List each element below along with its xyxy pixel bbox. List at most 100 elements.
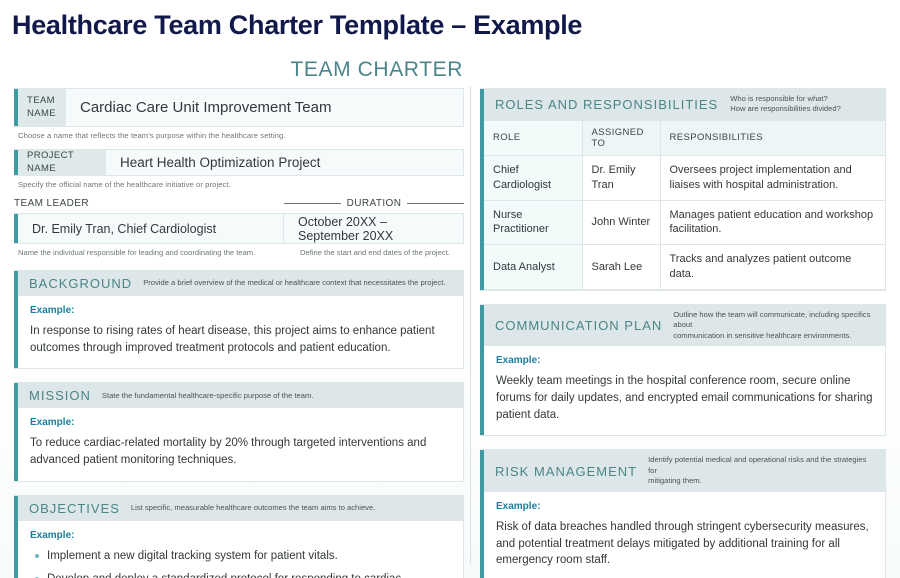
accent-bar-icon [480,89,484,290]
accent-bar-icon [14,271,18,369]
background-hint: Provide a brief overview of the medical … [143,278,446,288]
rule-left [284,203,341,204]
objectives-content: Example: Implement a new digital trackin… [18,521,463,578]
communication-plan-example-text[interactable]: Weekly team meetings in the hospital con… [496,375,873,421]
mission-header: MISSION State the fundamental healthcare… [18,383,463,409]
column-header-responsibilities: RESPONSIBILITIES [659,119,885,156]
roles-hint-line1: Who is responsible for what? [730,94,828,103]
communication-plan-section: COMMUNICATION PLAN Outline how the team … [480,304,886,437]
project-name-field[interactable]: PROJECT NAME Heart Health Optimization P… [14,149,464,176]
objectives-example-label: Example: [30,529,75,541]
table-row[interactable]: Chief Cardiologist Dr. Emily Tran Overse… [484,154,885,201]
accent-bar-icon [14,150,18,175]
accent-bar-icon [14,495,18,578]
risk-management-title: RISK MANAGEMENT [495,463,638,479]
project-name-helper: Specify the official name of the healthc… [18,180,231,189]
objectives-list: Implement a new digital tracking system … [30,548,451,578]
duration-label: DURATION [346,198,402,209]
risk-management-hint-line2: mitigating them. [648,476,702,486]
background-title: BACKGROUND [29,276,133,291]
communication-plan-example-label: Example: [496,355,541,367]
cell-role: Data Analyst [484,244,583,290]
duration-label-group: DURATION [284,198,464,209]
objectives-header: OBJECTIVES List specific, measurable hea… [18,495,463,521]
accent-bar-icon [480,450,484,578]
communication-plan-title: COMMUNICATION PLAN [495,318,663,334]
cell-responsibilities: Oversees project implementation and liai… [659,154,885,201]
leader-duration-row[interactable]: Dr. Emily Tran, Chief Cardiologist Octob… [14,213,464,244]
duration-helper: Define the start and end dates of the pr… [300,248,450,257]
background-header: BACKGROUND Provide a brief overview of t… [18,271,463,296]
objectives-section: OBJECTIVES List specific, measurable hea… [14,494,464,578]
table-row[interactable]: Data Analyst Sarah Lee Tracks and analyz… [484,244,885,290]
risk-management-content: Example: Risk of data breaches handled t… [484,492,885,578]
mission-content: Example: To reduce cardiac-related morta… [18,408,463,480]
team-name-value[interactable]: Cardiac Care Unit Improvement Team [80,99,332,116]
communication-plan-hint-line1: Outline how the team will communicate, i… [673,310,871,330]
risk-management-section: RISK MANAGEMENT Identify potential medic… [480,449,886,578]
cell-assigned-to: John Winter [581,199,661,246]
communication-plan-header: COMMUNICATION PLAN Outline how the team … [484,305,885,347]
roles-section: ROLES AND RESPONSIBILITIES Who is respon… [480,88,886,291]
communication-plan-hint-line2: communication in sensitive healthcare en… [673,330,852,340]
accent-bar-icon [14,383,18,481]
background-example-text[interactable]: In response to rising rates of heart dis… [30,325,435,354]
team-name-label-line2: NAME [27,107,57,119]
objectives-title: OBJECTIVES [29,500,120,516]
right-column: ROLES AND RESPONSIBILITIES Who is respon… [480,88,886,578]
background-example-label: Example: [30,305,75,316]
column-header-assigned-to: ASSIGNED TO [581,119,661,156]
column-divider [470,86,471,564]
accent-bar-icon [480,305,484,436]
document-subtitle: TEAM CHARTER [290,58,463,81]
roles-header: ROLES AND RESPONSIBILITIES Who is respon… [484,89,885,120]
cell-responsibilities: Tracks and analyzes patient outcome data… [659,244,885,290]
team-name-field[interactable]: TEAM NAME Cardiac Care Unit Improvement … [14,88,464,127]
list-item[interactable]: Develop and deploy a standardized protoc… [30,571,451,578]
objectives-hint: List specific, measurable healthcare out… [130,502,376,512]
communication-plan-content: Example: Weekly team meetings in the hos… [484,346,885,435]
mission-example-text[interactable]: To reduce cardiac-related mortality by 2… [30,437,427,467]
roles-hint: Who is responsible for what? How are res… [730,94,841,115]
communication-plan-hint: Outline how the team will communicate, i… [673,310,875,341]
background-section: BACKGROUND Provide a brief overview of t… [14,270,464,370]
cell-assigned-to: Sarah Lee [581,244,661,290]
cell-role: Nurse Practitioner [484,199,583,246]
cell-responsibilities: Manages patient education and workshop f… [659,199,885,246]
mission-example-label: Example: [30,417,75,429]
mission-section: MISSION State the fundamental healthcare… [14,382,464,482]
risk-management-example-label: Example: [496,500,541,512]
team-name-helper: Choose a name that reflects the team’s p… [18,131,286,140]
accent-bar-icon [14,89,18,126]
roles-table: ROLE ASSIGNED TO RESPONSIBILITIES Chief … [484,119,885,290]
roles-hint-line2: How are responsibilities divided? [730,104,841,114]
table-header-row: ROLE ASSIGNED TO RESPONSIBILITIES [484,119,885,156]
project-name-value[interactable]: Heart Health Optimization Project [120,155,321,170]
cell-assigned-to: Dr. Emily Tran [581,154,661,201]
background-content: Example: In response to rising rates of … [18,296,463,368]
risk-management-hint: Identify potential medical and operation… [648,455,875,486]
page-title: Healthcare Team Charter Template – Examp… [12,10,583,40]
duration-value[interactable]: October 20XX – September 20XX [298,214,394,243]
cell-role: Chief Cardiologist [484,154,583,201]
leader-duration-helpers: Name the individual responsible for lead… [14,244,464,257]
table-row[interactable]: Nurse Practitioner John Winter Manages p… [484,199,885,246]
team-name-label-line1: TEAM [27,95,55,107]
risk-management-hint-line1: Identify potential medical and operation… [648,455,867,475]
project-name-label: PROJECT NAME [18,150,106,175]
left-column: TEAM NAME Cardiac Care Unit Improvement … [14,88,464,578]
team-leader-label: TEAM LEADER [14,198,89,209]
leader-duration-labels: TEAM LEADER DURATION [14,198,464,209]
team-name-label: TEAM NAME [18,89,66,126]
roles-title: ROLES AND RESPONSIBILITIES [495,96,719,112]
team-leader-helper: Name the individual responsible for lead… [18,248,256,257]
accent-bar-icon [14,214,18,243]
list-item[interactable]: Implement a new digital tracking system … [30,548,451,564]
column-header-role: ROLE [484,119,583,156]
rule-right [407,203,464,204]
mission-title: MISSION [29,388,91,404]
team-leader-value[interactable]: Dr. Emily Tran, Chief Cardiologist [18,214,284,243]
risk-management-header: RISK MANAGEMENT Identify potential medic… [484,450,885,492]
risk-management-example-text[interactable]: Risk of data breaches handled through st… [496,520,869,567]
